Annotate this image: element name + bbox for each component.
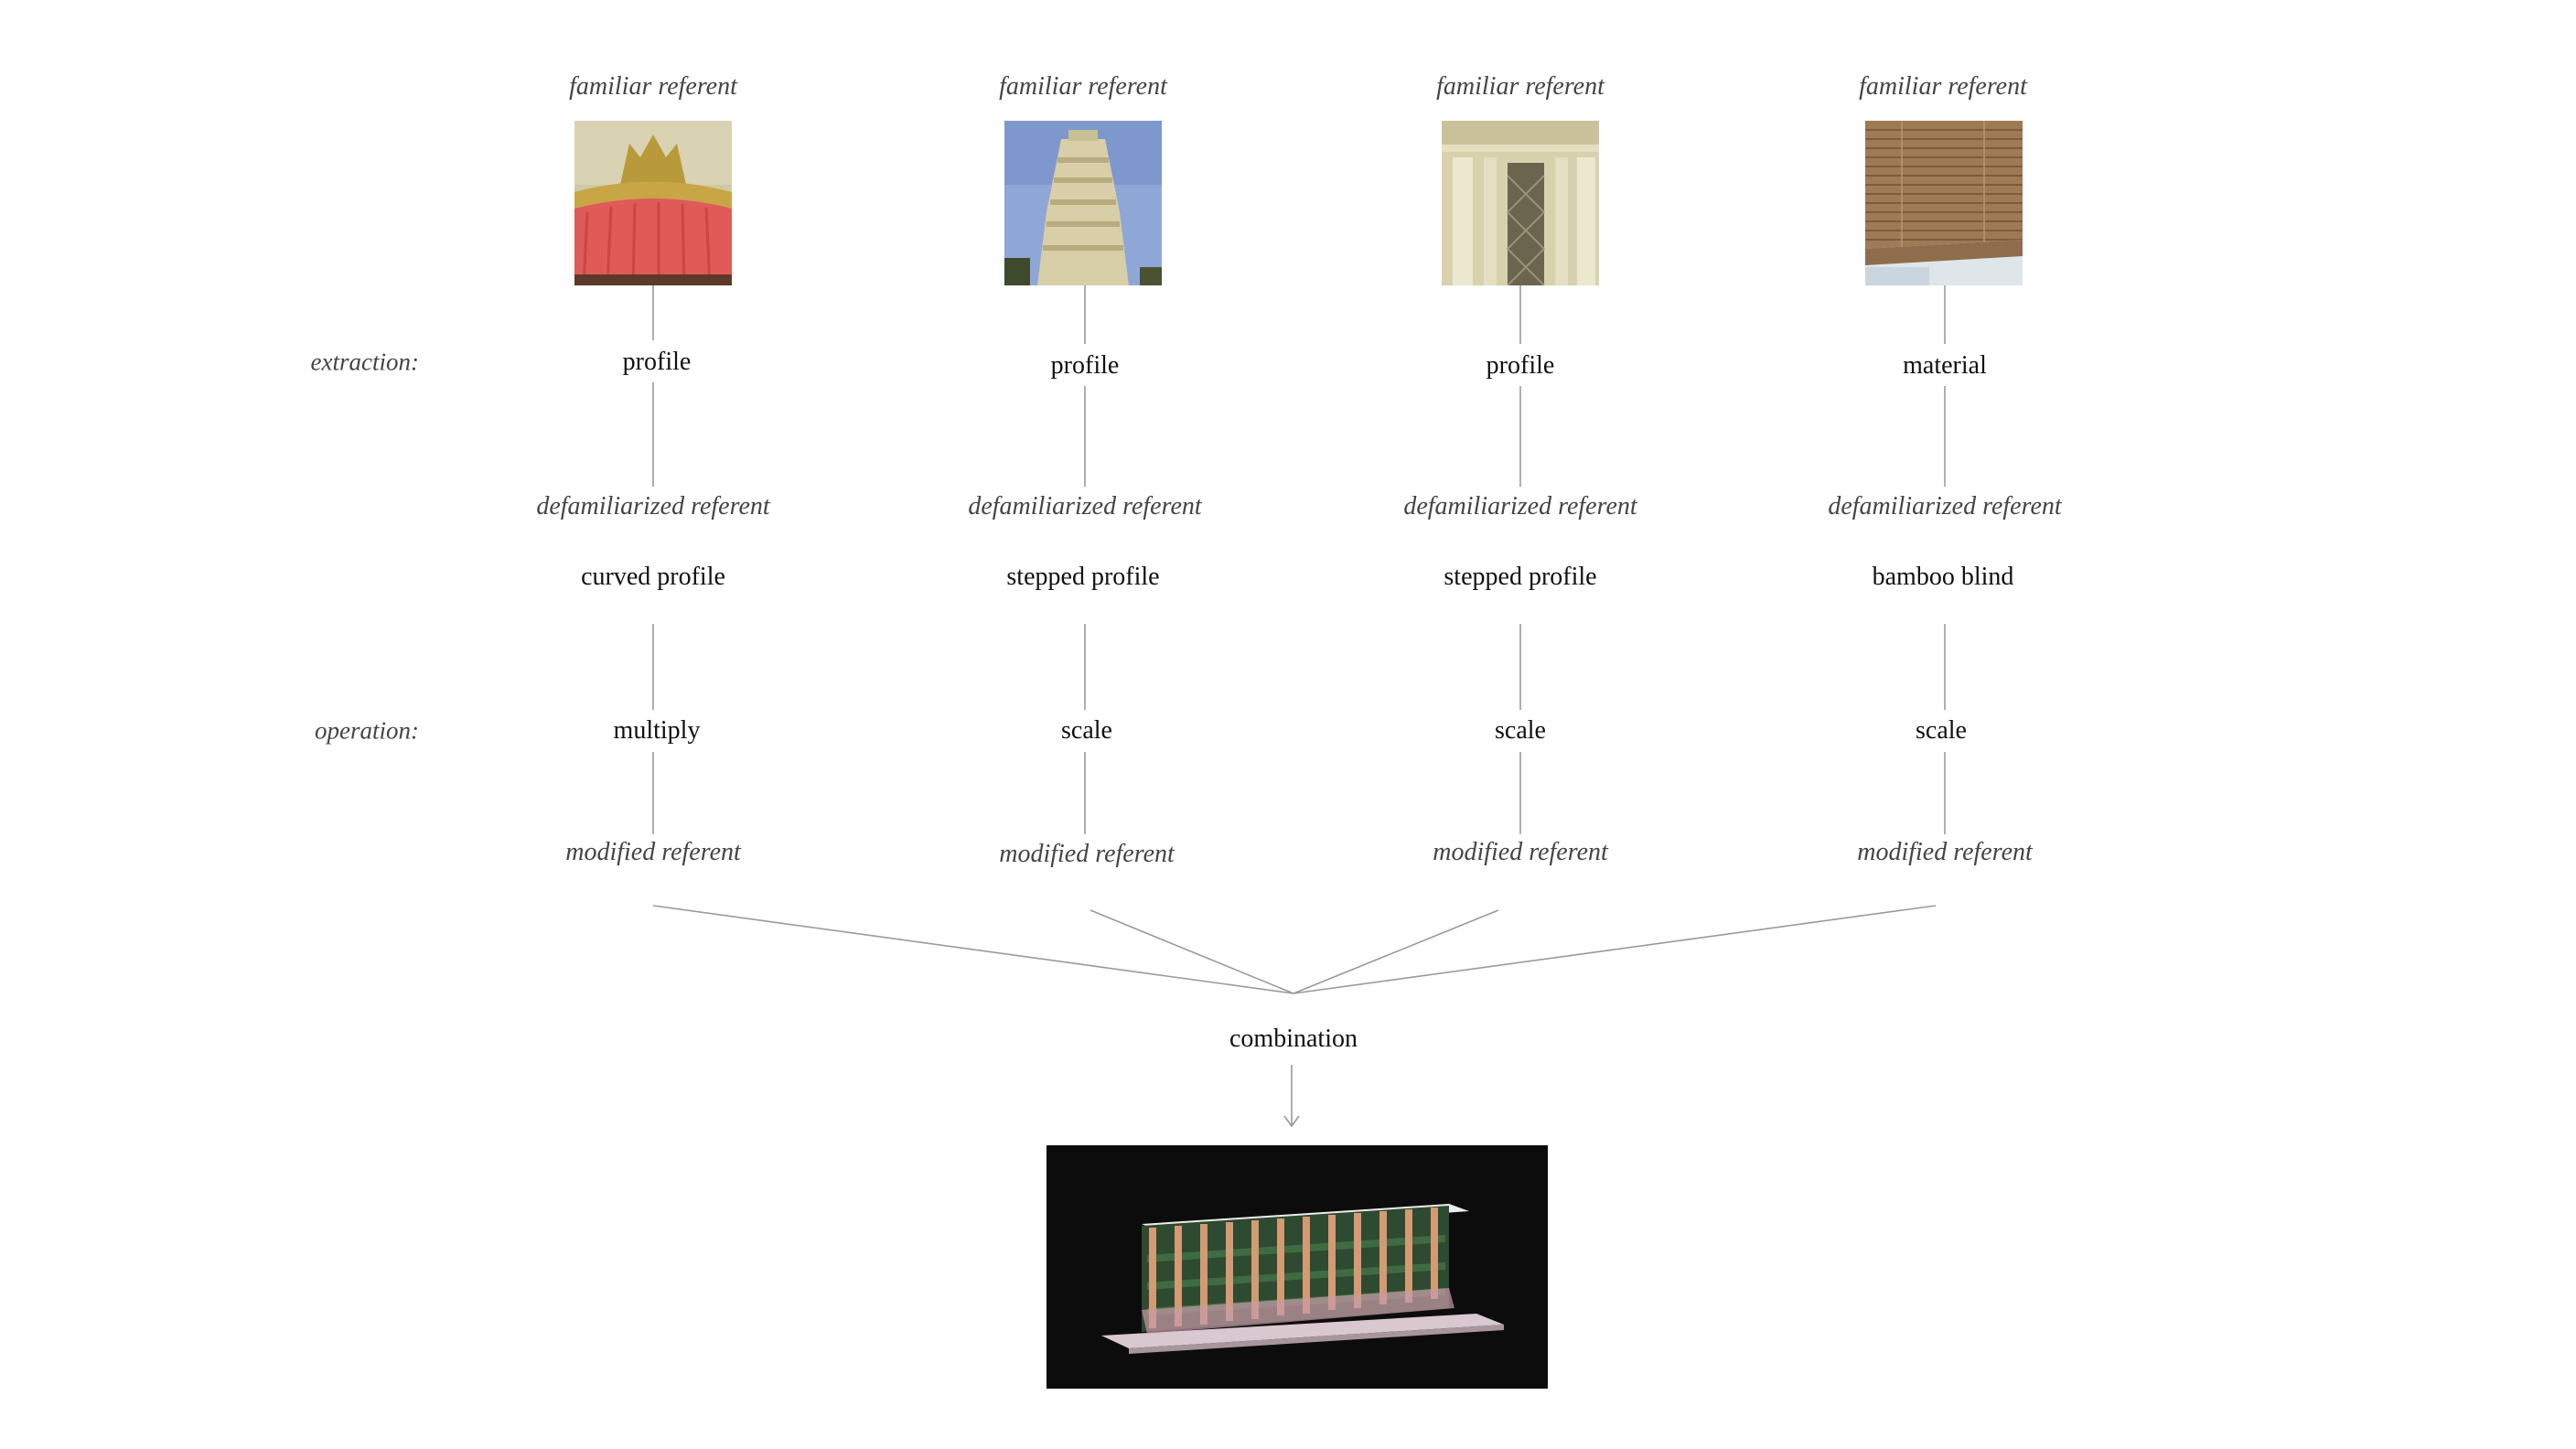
extraction-value-2: profile (1050, 351, 1120, 380)
defamiliarized-value-4: bamboo blind (1872, 563, 2014, 591)
roof-tile-icon (574, 121, 732, 285)
converge-line-2 (1089, 909, 1294, 994)
modified-referent-label-3: modified referent (1433, 838, 1608, 866)
familiar-referent-label-1: familiar referent (569, 72, 737, 101)
familiar-referent-label-4: familiar referent (1859, 72, 2027, 101)
operation-value-4: scale (1916, 716, 1967, 745)
operation-value-3: scale (1495, 716, 1546, 745)
combination-label: combination (1229, 1025, 1358, 1053)
operation-value-1: multiply (613, 716, 701, 745)
modified-referent-label-1: modified referent (565, 838, 741, 866)
converge-line-1 (652, 905, 1294, 994)
operation-value-2: scale (1061, 716, 1112, 745)
arrow-head (1283, 1115, 1300, 1128)
converge-line-3 (1293, 909, 1499, 994)
defamiliarized-label-2: defamiliarized referent (968, 492, 1202, 521)
column-facade-icon (1442, 121, 1599, 285)
row-label-extraction: extraction: (310, 348, 419, 376)
defamiliarized-label-1: defamiliarized referent (536, 492, 770, 521)
extraction-value-1: profile (622, 348, 692, 376)
defamiliarized-value-1: curved profile (581, 563, 725, 591)
defamiliarized-value-3: stepped profile (1444, 563, 1597, 591)
defamiliarized-label-3: defamiliarized referent (1403, 492, 1637, 521)
modified-referent-label-2: modified referent (999, 840, 1175, 868)
bamboo-blind-icon (1865, 121, 2023, 285)
architectural-model-icon (1046, 1145, 1548, 1389)
extraction-value-3: profile (1486, 351, 1555, 380)
defamiliarized-value-2: stepped profile (1006, 563, 1160, 591)
defamiliarized-label-4: defamiliarized referent (1828, 492, 2062, 521)
converge-line-4 (1293, 905, 1937, 994)
row-label-operation: operation: (315, 716, 419, 745)
temple-tower-icon (1004, 121, 1162, 285)
modified-referent-label-4: modified referent (1857, 838, 2033, 866)
extraction-value-4: material (1903, 351, 1987, 380)
familiar-referent-label-2: familiar referent (999, 72, 1167, 101)
familiar-referent-label-3: familiar referent (1436, 72, 1605, 101)
